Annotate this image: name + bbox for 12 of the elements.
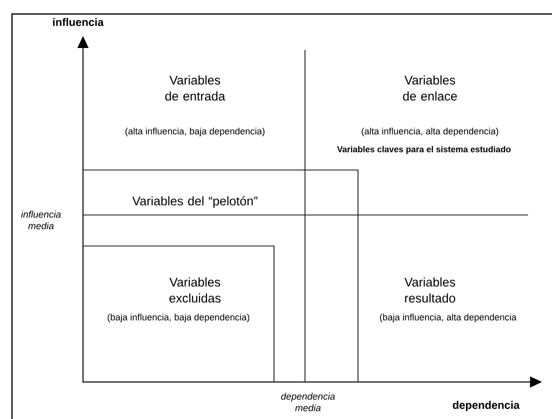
quadrant-title: Variables de entrada (165, 75, 226, 101)
quadrant-note: (alta influencia, alta dependencia) (362, 128, 498, 136)
axis-label: dependencia media (281, 392, 335, 412)
quadrant-note: (alta influencia, baja dependencia) (126, 128, 264, 136)
quadrant-title: Variables resultado (404, 277, 456, 303)
axis-label: influencia (53, 18, 104, 26)
quadrant-title: Variables de enlace (403, 75, 457, 101)
axis-label: dependencia (452, 400, 520, 412)
excluded-box: Variables excluidas (baja influencia, baja dependencia) (82, 246, 274, 382)
quadrant-note: Variables claves para el sistema estudiado (337, 146, 511, 154)
axis-label: influencia media (21, 210, 61, 230)
quadrant-note: (baja influencia, alta dependencia (380, 314, 516, 322)
